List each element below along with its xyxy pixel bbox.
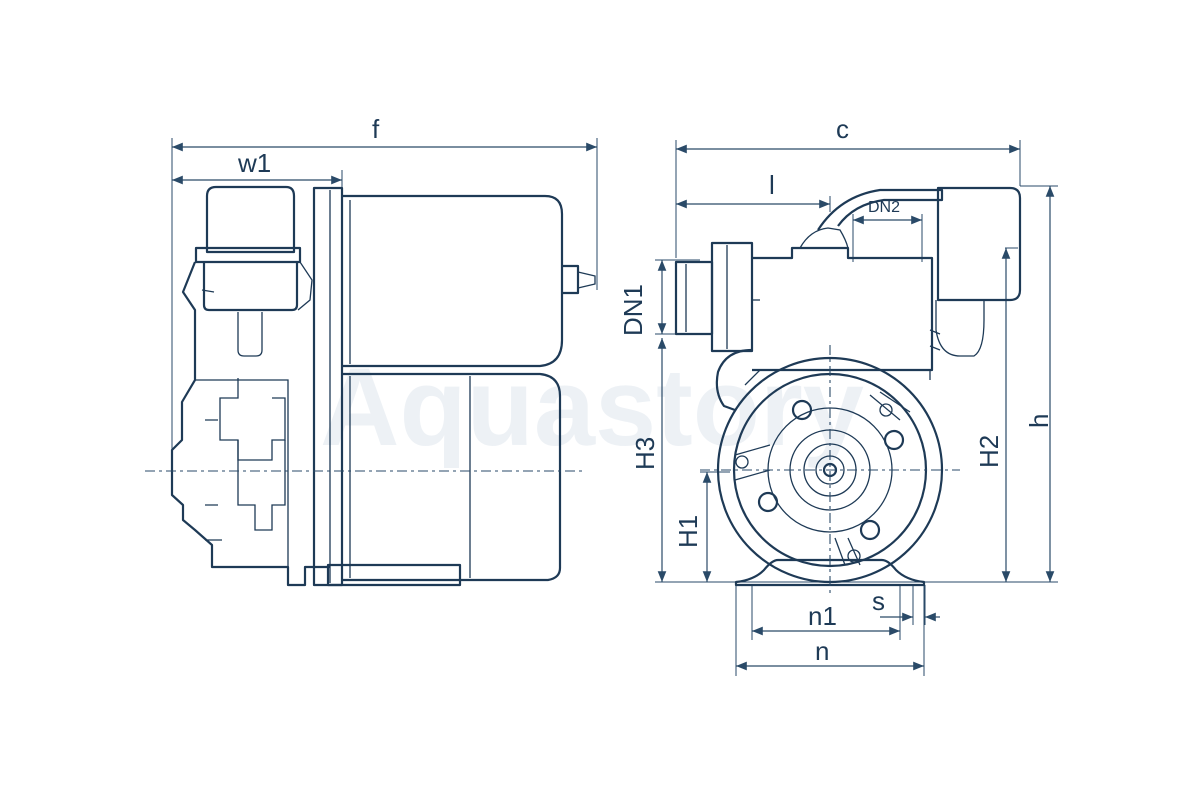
- dim-label-l: l: [769, 170, 775, 200]
- inlet-pipe: [674, 260, 714, 336]
- dim-label-w1: w1: [237, 148, 271, 178]
- side-view: f w1: [145, 114, 598, 587]
- dim-label-s: s: [872, 586, 885, 616]
- dim-label-h1: H1: [673, 515, 703, 548]
- bolt-hole: [757, 491, 779, 513]
- dim-label-dn2: DN2: [868, 199, 900, 216]
- dim-label-dn1: DN1: [618, 284, 648, 336]
- bolt-hole: [791, 399, 813, 421]
- watermark-text: Aquastory: [320, 346, 864, 469]
- dim-label-h3: H3: [630, 437, 660, 470]
- dim-label-h: h: [1024, 414, 1054, 428]
- capacitor-box: [205, 185, 296, 254]
- dim-label-n1: n1: [808, 601, 837, 631]
- dim-label-c: c: [836, 114, 849, 144]
- dim-label-n: n: [815, 636, 829, 666]
- front-view: c l DN2 DN1 H3 H1 H2 h n1 s n: [618, 114, 1058, 676]
- bolt-hole: [859, 519, 881, 541]
- pump-foot: [734, 558, 926, 587]
- bolt-hole: [883, 429, 905, 451]
- dim-label-h2: H2: [974, 435, 1004, 468]
- outlet-elbow: [817, 188, 944, 231]
- motor-body-lower: [342, 372, 562, 582]
- pump-housing-side: [170, 261, 330, 587]
- pump-upper-body: [752, 246, 934, 372]
- motor-body-upper: [342, 194, 564, 368]
- dim-label-f: f: [372, 114, 380, 144]
